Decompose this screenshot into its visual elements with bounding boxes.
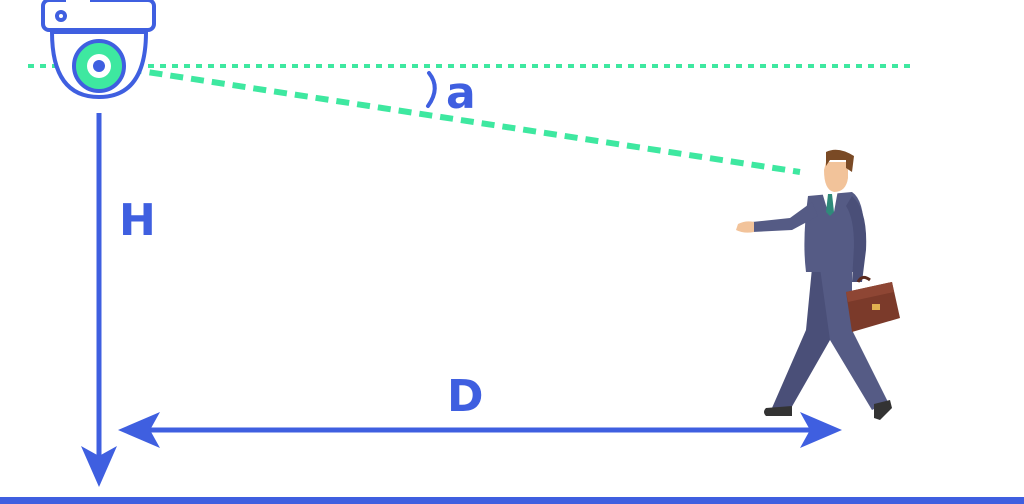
ground-line [0,497,1024,504]
distance-arrow [118,412,842,448]
briefcase-icon [846,275,900,332]
businessman-figure [736,149,892,420]
angle-arc [426,71,437,108]
angle-label: a [446,68,476,119]
line-of-sight [107,63,801,175]
height-label: H [119,195,156,246]
height-arrow [81,113,117,487]
dome-camera-icon [41,0,156,100]
distance-label: D [447,371,484,422]
